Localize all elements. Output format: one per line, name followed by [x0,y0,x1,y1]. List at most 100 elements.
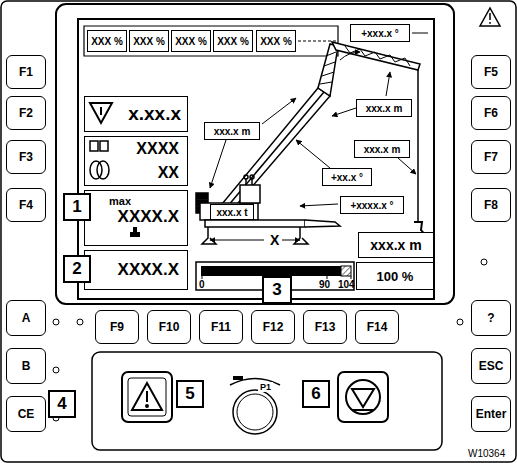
value-label: +xxxx.x ° [340,196,404,214]
node-text: +xxx.x ° [361,28,399,39]
node-text: xxx.x m [366,103,403,114]
screen-bezel [56,4,454,304]
lower-panel [92,352,442,450]
node-text: XXX % [217,36,249,47]
node-text: XXX % [133,36,165,47]
rotary-knob [230,376,280,434]
node-text: XX [158,164,179,182]
node-text: B [22,359,31,373]
function-key: F8 [471,188,511,222]
callout-number: 6 [302,380,330,408]
node-text: XXX % [91,36,123,47]
scale-label: 0 [199,279,205,290]
function-key: CE [6,396,46,432]
node-text: 100 % [377,269,414,284]
percent-box: XXX % [213,30,253,52]
node-text: F1 [19,65,33,79]
support-icon [130,227,140,237]
node-text: F2 [19,106,33,120]
node-text: F7 [484,150,498,164]
percent-box: XXX % [129,30,169,52]
value-label: xxx.x t [210,204,254,220]
node-text: F5 [484,65,498,79]
function-key: F7 [471,140,511,174]
function-key: ? [471,300,511,336]
function-key: F14 [355,310,399,344]
warning-icon [90,103,112,123]
top-bar [84,26,338,56]
value-label: +xx.x ° [322,168,372,186]
crane-illustration [196,33,428,244]
scale-label: 90 [319,279,330,290]
stop-button [338,372,388,422]
drawing-number: W10364 [468,448,505,459]
node-text: ESC [479,359,504,373]
node-text: 6 [311,384,320,404]
node-text: F3 [19,150,33,164]
function-key: F1 [6,55,46,89]
function-key: F6 [471,96,511,130]
value-label: +xxx.x ° [350,24,410,42]
function-key: F12 [251,310,295,344]
percent-box: XXX % [171,30,211,52]
node-text: F14 [367,320,388,334]
value-label: 100 % [356,262,434,290]
percent-box: XXX % [87,30,127,52]
value-label: xxx.x m [358,232,434,258]
node-text: A [22,311,31,325]
function-key: F11 [199,310,243,344]
function-key: ESC [471,348,511,384]
node-text: xxx.x m [370,237,421,253]
node-text: XXXX.X [118,260,179,280]
node-text: XXXX [136,140,179,158]
node-text: XXXX.X [118,207,179,227]
knob-label: P1 [258,382,273,392]
node-text: F4 [19,198,33,212]
function-key: B [6,348,46,384]
node-text: XXX % [175,36,207,47]
top-bar-line [298,41,336,42]
node-text: 2 [72,259,81,279]
node-text: F12 [263,320,284,334]
node-text: 5 [185,384,194,404]
node-text: +xx.x ° [331,172,363,183]
node-text: F8 [484,198,498,212]
node-text: xxx.x t [216,207,247,218]
function-key: A [6,300,46,336]
node-text: 1 [72,197,81,217]
value-label: xxx.x m [204,122,260,140]
node-text: F6 [484,106,498,120]
warning-button [122,372,172,422]
callout-number: 4 [48,390,76,418]
function-key: F9 [95,310,139,344]
node-text: +xxxx.x ° [350,200,393,211]
node-text: ? [487,311,494,325]
percent-box: XXX % [256,30,296,52]
node-text: CE [18,407,35,421]
dimension-label: X [268,232,281,248]
function-key: F10 [147,310,191,344]
callout-number: 1 [63,193,91,221]
node-text: XXX % [260,36,292,47]
function-key: F2 [6,96,46,130]
warning-symbol [480,8,500,26]
node-text: xxx.x m [364,144,401,155]
display-panel: XXXXXX [84,136,188,186]
scale-label: 104 [338,279,355,290]
node-text: F10 [159,320,180,334]
function-key: Enter [471,396,511,432]
reeving-icon [90,141,109,179]
value-label: xxx.x m [356,99,412,117]
node-text: Enter [476,407,507,421]
node-text: F13 [315,320,336,334]
callout-number: 3 [262,276,292,304]
node-text: max [109,195,131,207]
function-key: F3 [6,140,46,174]
callout-number: 2 [63,255,91,283]
value-label: xxx.x m [354,140,410,158]
screen [78,19,434,299]
node-text: 4 [57,394,66,414]
function-key: F5 [471,55,511,89]
